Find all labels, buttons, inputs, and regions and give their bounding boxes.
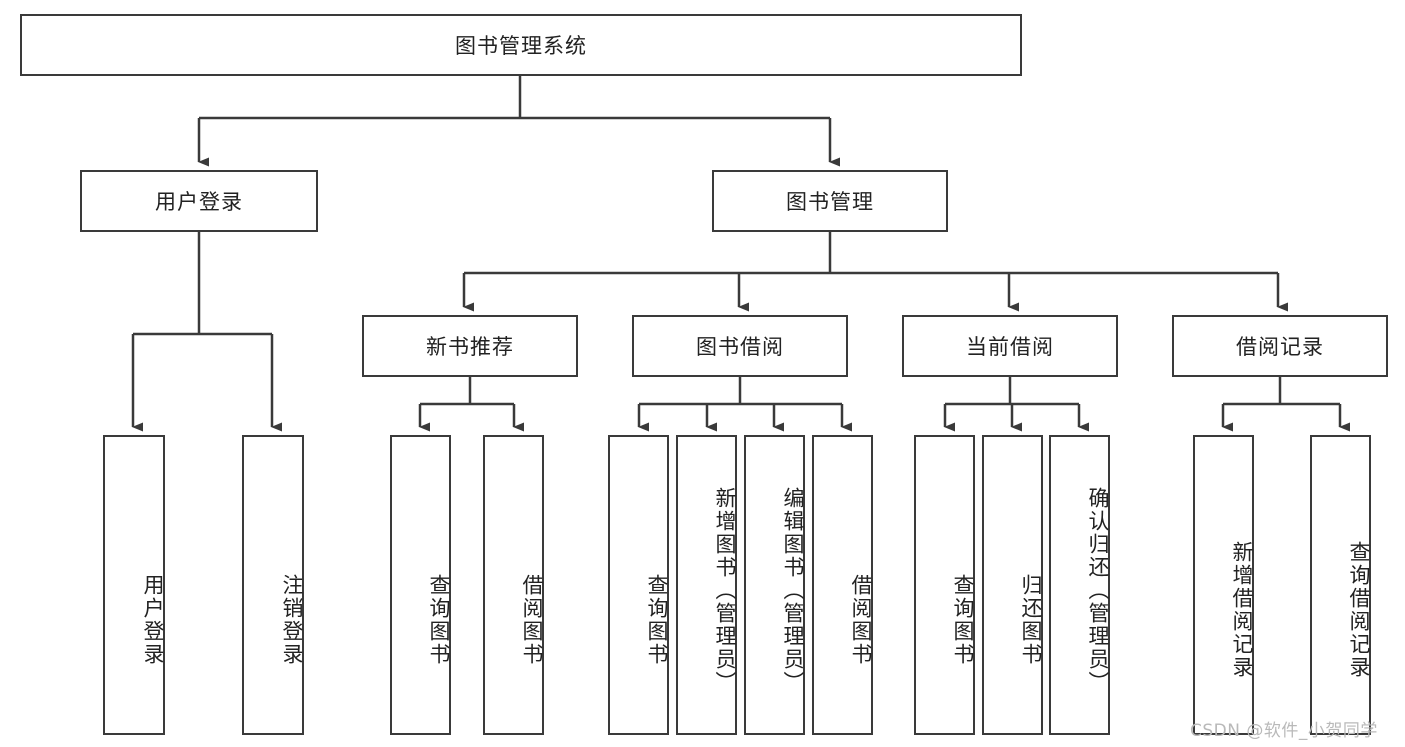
leaf-record-query-label: 查询借阅记录 <box>1347 541 1371 679</box>
leaf-user-login-login-label: 用户登录 <box>141 574 165 666</box>
leaf-borrow-add-book[interactable]: 新增图书（管理员） <box>676 435 737 735</box>
leaf-record-add[interactable]: 新增借阅记录 <box>1193 435 1254 735</box>
node-root-system-label: 图书管理系统 <box>455 34 587 58</box>
leaf-borrow-add-book-label: 新增图书（管理员） <box>713 486 737 694</box>
leaf-new-book-borrow[interactable]: 借阅图书 <box>483 435 544 735</box>
node-book-management-label: 图书管理 <box>786 190 874 214</box>
leaf-current-return-book-label: 归还图书 <box>1019 574 1043 666</box>
leaf-current-query-book[interactable]: 查询图书 <box>914 435 975 735</box>
node-current-borrow-label: 当前借阅 <box>966 335 1054 359</box>
leaf-borrow-query-book-label: 查询图书 <box>645 574 669 666</box>
leaf-user-login-login[interactable]: 用户登录 <box>103 435 165 735</box>
node-user-login[interactable]: 用户登录 <box>80 170 318 232</box>
leaf-new-book-query[interactable]: 查询图书 <box>390 435 451 735</box>
leaf-borrow-query-book[interactable]: 查询图书 <box>608 435 669 735</box>
leaf-borrow-borrow-book-label: 借阅图书 <box>849 574 873 666</box>
node-current-borrow[interactable]: 当前借阅 <box>902 315 1118 377</box>
leaf-user-login-logout[interactable]: 注销登录 <box>242 435 304 735</box>
node-book-borrow[interactable]: 图书借阅 <box>632 315 848 377</box>
leaf-current-query-book-label: 查询图书 <box>951 574 975 666</box>
leaf-borrow-edit-book[interactable]: 编辑图书（管理员） <box>744 435 805 735</box>
node-root-system[interactable]: 图书管理系统 <box>20 14 1022 76</box>
leaf-record-add-label: 新增借阅记录 <box>1230 541 1254 679</box>
node-user-login-label: 用户登录 <box>155 190 243 214</box>
node-borrow-record[interactable]: 借阅记录 <box>1172 315 1388 377</box>
leaf-borrow-edit-book-label: 编辑图书（管理员） <box>781 486 805 694</box>
node-new-book-recommend[interactable]: 新书推荐 <box>362 315 578 377</box>
leaf-user-login-logout-label: 注销登录 <box>280 574 304 666</box>
leaf-current-confirm-return[interactable]: 确认归还（管理员） <box>1049 435 1110 735</box>
leaf-new-book-query-label: 查询图书 <box>427 574 451 666</box>
node-book-management[interactable]: 图书管理 <box>712 170 948 232</box>
node-book-borrow-label: 图书借阅 <box>696 335 784 359</box>
leaf-borrow-borrow-book[interactable]: 借阅图书 <box>812 435 873 735</box>
csdn-watermark: CSDN @软件_小贺同学 <box>1190 721 1378 741</box>
node-borrow-record-label: 借阅记录 <box>1236 335 1324 359</box>
node-new-book-recommend-label: 新书推荐 <box>426 335 514 359</box>
leaf-current-confirm-return-label: 确认归还（管理员） <box>1086 486 1110 694</box>
leaf-new-book-borrow-label: 借阅图书 <box>520 574 544 666</box>
leaf-record-query[interactable]: 查询借阅记录 <box>1310 435 1371 735</box>
leaf-current-return-book[interactable]: 归还图书 <box>982 435 1043 735</box>
